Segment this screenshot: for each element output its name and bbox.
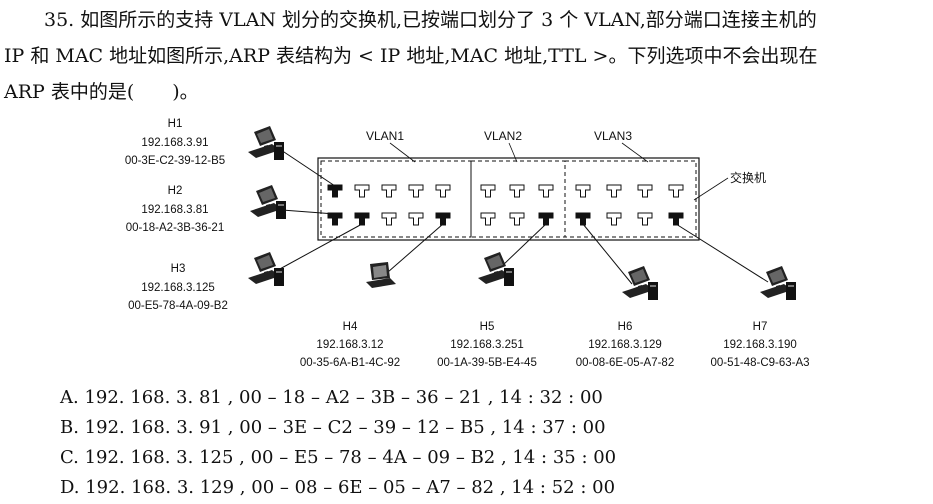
vlan1-label: VLAN1 xyxy=(366,129,404,143)
switch-body xyxy=(317,157,700,241)
host-mac: 00-18-A2-3B-36-21 xyxy=(126,222,224,234)
host-label-h7: H7 192.168.3.190 00-51-48-C9-63-A3 xyxy=(710,321,809,369)
question-line-2: IP 和 MAC 地址如图所示,ARP 表结构为 < IP 地址,MAC 地址,… xyxy=(4,45,818,67)
host-name: H2 xyxy=(168,185,183,197)
vlan2-box xyxy=(470,160,566,238)
port xyxy=(668,184,684,198)
question-line-3: ARP 表中的是( )。 xyxy=(4,81,199,103)
option-d: D. 192. 168. 3. 129 , 00 – 08 – 6E – 05 … xyxy=(60,477,616,498)
host-label-h5: H5 192.168.3.251 00-1A-39-5B-E4-45 xyxy=(437,321,537,369)
port xyxy=(538,184,554,198)
port xyxy=(668,212,684,226)
vlan1-box xyxy=(320,160,472,238)
computer-icon xyxy=(250,185,286,219)
question-text: 35. 如图所示的支持 VLAN 划分的交换机,已按端口划分了 3 个 VLAN… xyxy=(4,2,929,110)
host-ip: 192.168.3.125 xyxy=(141,282,215,294)
port xyxy=(327,184,343,198)
host-ip: 192.168.3.91 xyxy=(141,137,208,149)
port xyxy=(354,184,370,198)
host-label-h1: H1 192.168.3.91 00-3E-C2-39-12-B5 xyxy=(125,118,225,167)
answer-options: A. 192. 168. 3. 81 , 00 – 18 – A2 – 3B –… xyxy=(60,383,616,503)
ports-row-1 xyxy=(327,184,684,198)
host-mac: 00-08-6E-05-A7-82 xyxy=(576,357,674,369)
port xyxy=(408,212,424,226)
switch-label: 交换机 xyxy=(730,170,766,185)
host-mac: 00-35-6A-B1-4C-92 xyxy=(300,357,400,369)
port xyxy=(435,212,451,226)
network-diagram: VLAN1 VLAN2 VLAN3 交换机 xyxy=(125,118,810,369)
host-name: H7 xyxy=(753,321,768,333)
port xyxy=(381,184,397,198)
host-mac: 00-51-48-C9-63-A3 xyxy=(710,357,809,369)
port xyxy=(575,184,591,198)
vlan3-label: VLAN3 xyxy=(594,129,632,143)
computer-icon xyxy=(622,266,658,300)
host-label-h2: H2 192.168.3.81 00-18-A2-3B-36-21 xyxy=(126,185,224,234)
option-a: A. 192. 168. 3. 81 , 00 – 18 – A2 – 3B –… xyxy=(60,387,603,408)
host-ip: 192.168.3.12 xyxy=(316,339,383,351)
question-line-1: 35. 如图所示的支持 VLAN 划分的交换机,已按端口划分了 3 个 VLAN… xyxy=(44,9,817,31)
ports-row-2 xyxy=(327,212,684,226)
host-mac: 00-3E-C2-39-12-B5 xyxy=(125,155,225,167)
port xyxy=(480,184,496,198)
option-c: C. 192. 168. 3. 125 , 00 – E5 – 78 – 4A … xyxy=(60,447,617,468)
host-ip: 192.168.3.251 xyxy=(450,339,524,351)
port xyxy=(509,184,525,198)
host-name: H4 xyxy=(343,321,358,333)
host-name: H5 xyxy=(480,321,495,333)
port xyxy=(575,212,591,226)
host-name: H6 xyxy=(618,321,633,333)
host-label-h6: H6 192.168.3.129 00-08-6E-05-A7-82 xyxy=(576,321,674,369)
port xyxy=(408,184,424,198)
host-ip: 192.168.3.190 xyxy=(723,339,797,351)
connection-lines xyxy=(277,147,769,285)
port xyxy=(538,212,554,226)
port xyxy=(435,184,451,198)
vlan2-label: VLAN2 xyxy=(484,129,522,143)
port xyxy=(606,184,622,198)
option-b: B. 192. 168. 3. 91 , 00 – 3E – C2 – 39 –… xyxy=(60,417,606,438)
host-name: H3 xyxy=(171,263,186,275)
host-label-h3: H3 192.168.3.125 00-E5-78-4A-09-B2 xyxy=(128,263,228,312)
host-mac: 00-1A-39-5B-E4-45 xyxy=(437,357,537,369)
laptop-icon xyxy=(366,262,396,288)
port xyxy=(509,212,525,226)
computer-icon xyxy=(248,126,284,160)
host-ip: 192.168.3.81 xyxy=(141,204,208,216)
port xyxy=(637,212,653,226)
port xyxy=(480,212,496,226)
host-label-h4: H4 192.168.3.12 00-35-6A-B1-4C-92 xyxy=(300,321,400,369)
port xyxy=(637,184,653,198)
port xyxy=(606,212,622,226)
host-mac: 00-E5-78-4A-09-B2 xyxy=(128,300,228,312)
computer-icon xyxy=(760,266,796,300)
computer-icon xyxy=(478,252,514,286)
port xyxy=(381,212,397,226)
host-ip: 192.168.3.129 xyxy=(588,339,662,351)
port xyxy=(327,212,343,226)
computer-icon xyxy=(248,252,284,286)
port xyxy=(354,212,370,226)
host-name: H1 xyxy=(168,118,183,130)
